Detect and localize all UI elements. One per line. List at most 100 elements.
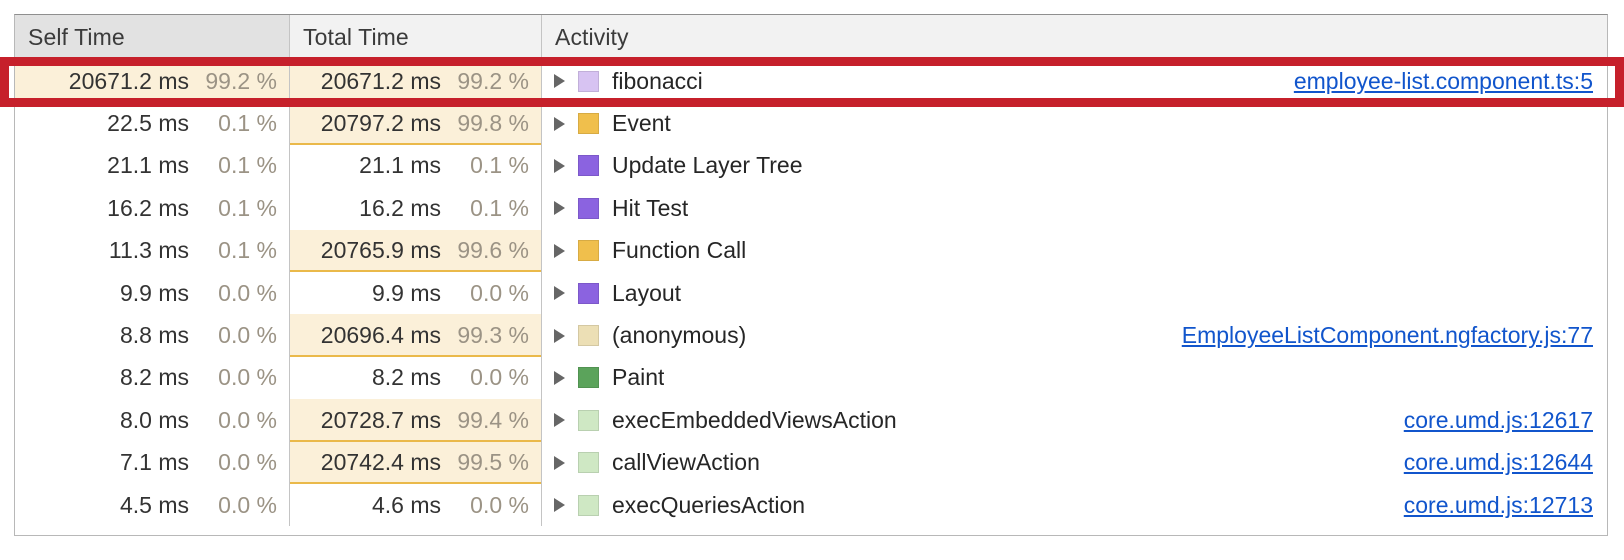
self-time-percent: 0.1 %	[218, 194, 277, 221]
activity-name: execEmbeddedViewsAction	[612, 406, 897, 433]
category-color-swatch-scripting-pale	[578, 325, 599, 347]
activity-name: (anonymous)	[612, 322, 747, 349]
total-time-value: 20671.2 ms	[320, 67, 441, 94]
cell-self-time: 20671.2 ms 99.2 %	[15, 60, 290, 103]
source-link[interactable]: employee-list.component.ts:5	[1293, 67, 1593, 94]
self-time-value: 11.3 ms	[108, 237, 189, 264]
total-time-value: 20742.4 ms	[320, 449, 441, 476]
table-body: 20671.2 ms 99.2 % 20671.2 ms 99.2 % fibonacc…	[15, 60, 1607, 527]
self-time-value: 8.8 ms	[119, 322, 189, 349]
expand-triangle-icon[interactable]	[554, 74, 565, 89]
cell-self-time: 8.0 ms 0.0 %	[15, 399, 290, 442]
total-time-value: 21.1 ms	[359, 152, 441, 179]
activity-name: Hit Test	[612, 194, 689, 221]
activity-name: Layout	[612, 279, 682, 306]
total-time-percent: 99.2 %	[457, 67, 529, 94]
column-header-total-time-label: Total Time	[303, 23, 409, 50]
table-row[interactable]: 11.3 ms 0.1 % 20765.9 ms 99.6 % Function Cal…	[15, 229, 1607, 272]
category-color-swatch-loading	[578, 113, 599, 135]
expand-triangle-icon[interactable]	[554, 158, 565, 173]
total-time-value: 20696.4 ms	[320, 322, 441, 349]
total-time-percent: 99.6 %	[457, 237, 529, 264]
expand-triangle-icon[interactable]	[554, 116, 565, 131]
total-time-value: 9.9 ms	[371, 279, 441, 306]
self-time-percent: 0.0 %	[218, 364, 277, 391]
expand-triangle-icon[interactable]	[554, 455, 565, 470]
total-time-value: 20728.7 ms	[320, 406, 441, 433]
self-time-value: 7.1 ms	[119, 449, 189, 476]
total-time-percent: 0.1 %	[470, 194, 529, 221]
cell-total-time: 20742.4 ms 99.5 %	[290, 441, 542, 484]
self-time-value: 20671.2 ms	[68, 67, 189, 94]
total-time-value: 16.2 ms	[359, 194, 441, 221]
self-time-percent: 0.1 %	[218, 110, 277, 137]
expand-triangle-icon[interactable]	[554, 498, 565, 513]
activity-name: fibonacci	[612, 67, 703, 94]
cell-activity: Update Layer Tree	[542, 145, 1607, 187]
source-link[interactable]: core.umd.js:12713	[1403, 491, 1593, 518]
activity-name: Event	[612, 110, 671, 137]
cell-total-time: 20765.9 ms 99.6 %	[290, 229, 542, 272]
category-color-swatch-gc	[578, 452, 599, 474]
total-time-percent: 99.5 %	[457, 449, 529, 476]
self-time-percent: 0.0 %	[218, 322, 277, 349]
self-time-percent: 0.1 %	[218, 152, 277, 179]
total-time-value: 20765.9 ms	[320, 237, 441, 264]
self-time-percent: 0.0 %	[218, 279, 277, 306]
self-time-percent: 0.1 %	[218, 237, 277, 264]
cell-activity: Function Call	[542, 230, 1607, 272]
cell-activity: Hit Test	[542, 187, 1607, 229]
self-time-value: 8.0 ms	[119, 406, 189, 433]
self-time-value: 8.2 ms	[119, 364, 189, 391]
activity-name: Paint	[612, 364, 665, 391]
column-header-activity[interactable]: Activity	[542, 15, 1607, 59]
cell-activity: Paint	[542, 357, 1607, 399]
self-time-value: 22.5 ms	[107, 110, 189, 137]
source-link[interactable]: EmployeeListComponent.ngfactory.js:77	[1181, 322, 1593, 349]
total-time-value: 4.6 ms	[371, 491, 441, 518]
category-color-swatch-rendering	[578, 197, 599, 219]
category-color-swatch-loading	[578, 240, 599, 262]
self-time-percent: 99.2 %	[205, 67, 277, 94]
expand-triangle-icon[interactable]	[554, 413, 565, 428]
expand-triangle-icon[interactable]	[554, 328, 565, 343]
cell-self-time: 11.3 ms 0.1 %	[15, 229, 290, 272]
category-color-swatch-rendering	[578, 282, 599, 304]
expand-triangle-icon[interactable]	[554, 370, 565, 385]
expand-triangle-icon[interactable]	[554, 201, 565, 216]
source-link[interactable]: core.umd.js:12644	[1403, 449, 1593, 476]
self-time-value: 21.1 ms	[107, 152, 189, 179]
expand-triangle-icon[interactable]	[554, 286, 565, 301]
table-row[interactable]: 20671.2 ms 99.2 % 20671.2 ms 99.2 % fibonacc…	[15, 60, 1607, 103]
self-time-percent: 0.0 %	[218, 406, 277, 433]
self-time-value: 9.9 ms	[119, 279, 189, 306]
performance-bottom-up-table: Self Time Total Time Activity 20671.2 ms…	[14, 14, 1608, 536]
cell-activity: Layout	[542, 272, 1607, 314]
column-header-self-time[interactable]: Self Time	[15, 15, 290, 59]
cell-activity: (anonymous) EmployeeListComponent.ngfacto…	[542, 314, 1607, 356]
activity-name: Update Layer Tree	[612, 152, 803, 179]
cell-self-time: 8.2 ms 0.0 %	[15, 356, 290, 400]
source-link[interactable]: core.umd.js:12617	[1403, 406, 1593, 433]
total-time-value: 8.2 ms	[371, 364, 441, 391]
expand-triangle-icon[interactable]	[554, 243, 565, 258]
column-header-total-time[interactable]: Total Time	[290, 15, 542, 59]
